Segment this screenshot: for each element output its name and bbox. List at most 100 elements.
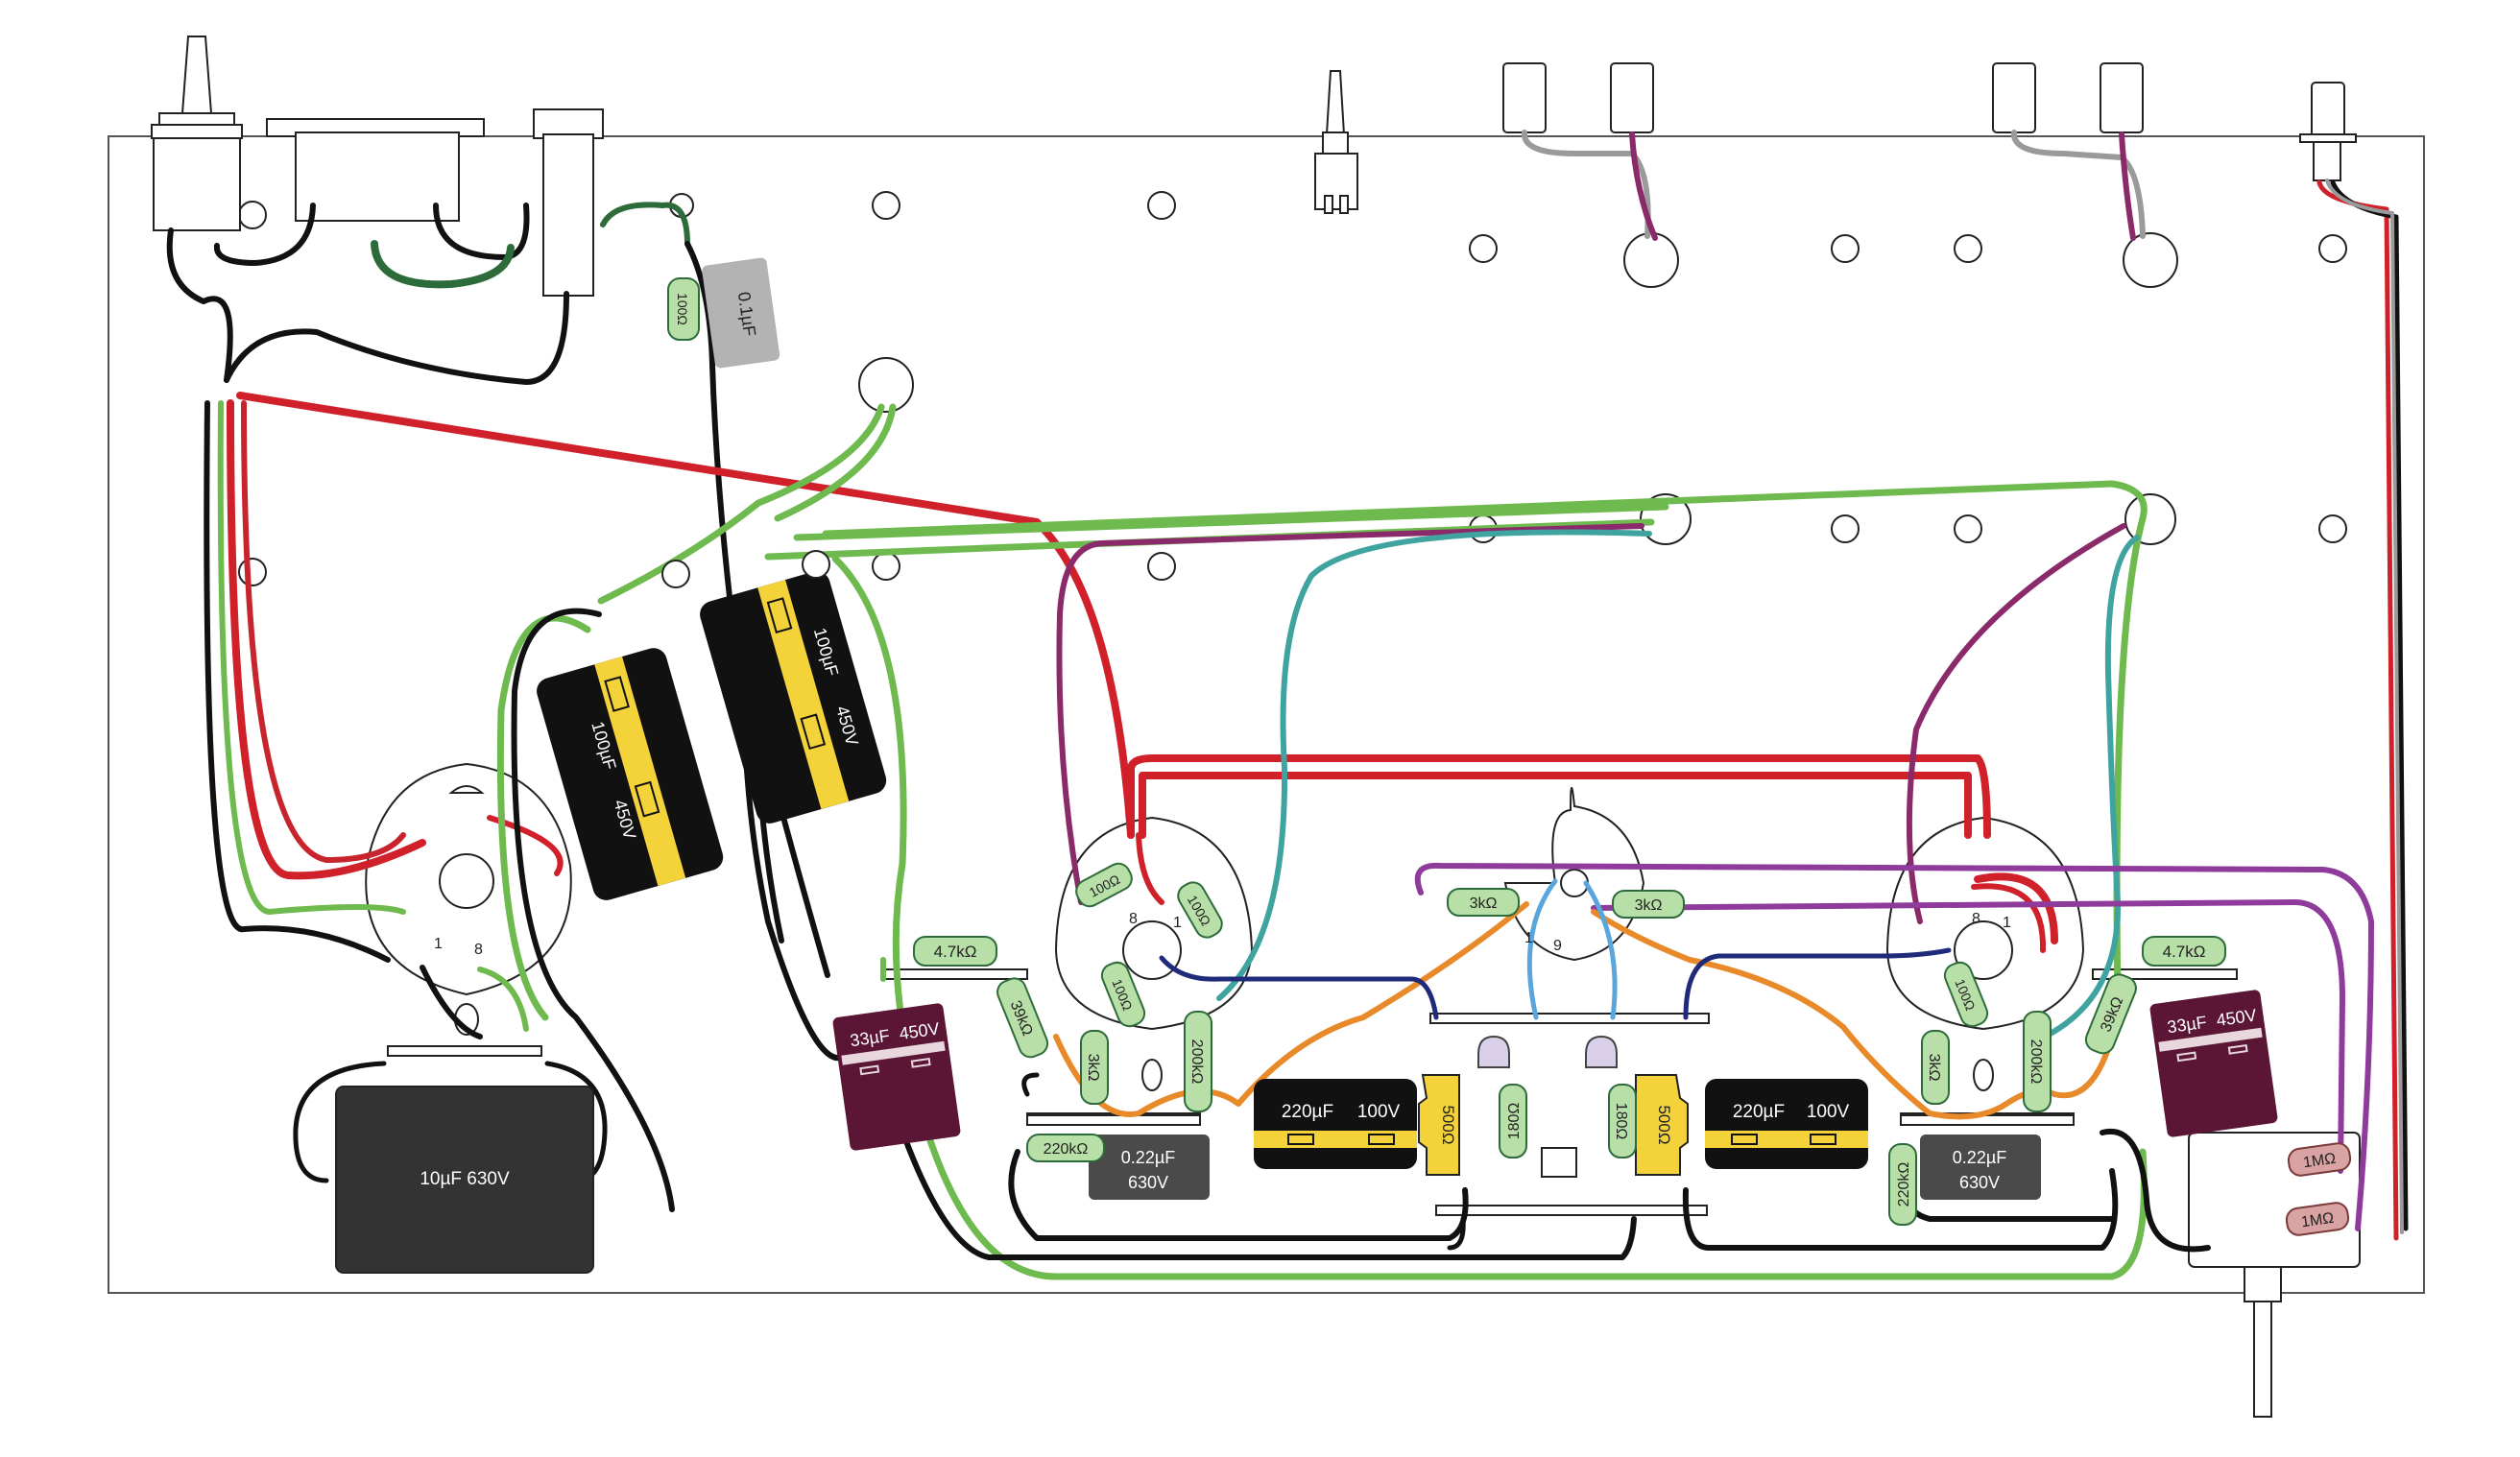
black-wire — [224, 291, 569, 385]
black-wire — [1447, 1216, 1466, 1251]
chassis-hole — [858, 357, 914, 413]
red-wire — [1974, 872, 2058, 944]
can-capacitor-right: 100µF 450V — [700, 571, 887, 824]
right-grid-stopper: 100Ω — [1943, 961, 1989, 1028]
cathode-bypass-cap-left: 220µF 100V — [1254, 1079, 1417, 1169]
dark-green-wire — [600, 202, 690, 247]
trim-left-label: 500Ω — [1439, 1105, 1457, 1144]
navy-wire — [1159, 955, 1439, 1020]
teal-wire — [1216, 529, 1652, 1001]
violet-wire — [1414, 862, 2374, 1231]
orange-wire — [1591, 909, 2115, 1120]
led-left — [1477, 1035, 1510, 1068]
center-pin-1: 1 — [1524, 930, 1533, 946]
chassis-hole — [2124, 493, 2176, 545]
black-wire — [890, 1101, 1637, 1260]
decoupling-cap-left: 33µF 450V — [832, 1003, 961, 1151]
right-plate-label: 200kΩ — [2028, 1039, 2044, 1085]
black-wire — [166, 227, 233, 383]
chassis-hole — [872, 191, 900, 220]
mini-toggle-switch[interactable] — [1314, 70, 1358, 214]
red-wire — [227, 399, 426, 880]
coupling-cap-right: 0.22µF 630V — [1920, 1135, 2041, 1200]
chassis-hole — [238, 201, 267, 229]
pot-lower-label: 1MΩ — [2300, 1210, 2335, 1231]
can-cap-screw — [802, 550, 830, 579]
chassis-hole — [2318, 514, 2347, 543]
chassis-hole — [1831, 514, 1860, 543]
left-plate-resistor: 200kΩ — [1184, 1011, 1212, 1112]
purple-wire — [1629, 131, 1658, 241]
chassis-hole — [1831, 234, 1860, 263]
chassis-hole — [238, 558, 267, 586]
left-dropper-resistor: 39kΩ — [996, 977, 1049, 1059]
center-left-resistor: 3kΩ — [1447, 888, 1520, 917]
center-pin-9: 9 — [1553, 938, 1562, 954]
filter-capacitor: 10µF 630V — [335, 1086, 594, 1274]
right-cathode-label: 3kΩ — [1926, 1054, 1942, 1082]
green-wire — [477, 967, 529, 1032]
orange-wire — [1053, 901, 1529, 1117]
grey-wire — [2325, 179, 2404, 1234]
green-wire — [597, 403, 885, 605]
chassis-hole — [1954, 514, 1982, 543]
left-cathode-resistor: 3kΩ — [1080, 1030, 1109, 1105]
input-jacks-right — [1992, 62, 2144, 133]
filter-cap-label: 10µF 630V — [420, 1169, 510, 1189]
black-wire — [293, 1061, 387, 1183]
chassis-hole — [872, 552, 900, 581]
pot-upper-resistor: 1MΩ — [2287, 1142, 2352, 1177]
green-wire — [217, 400, 406, 915]
cathode-bypass-cap-right: 220µF 100V — [1705, 1079, 1868, 1169]
black-wire — [2100, 1128, 2211, 1253]
chassis-hole — [1147, 191, 1176, 220]
chassis-hole — [1954, 234, 1982, 263]
red-wire — [236, 392, 1135, 839]
purple-wire — [2119, 131, 2136, 241]
power-switch[interactable] — [151, 36, 243, 231]
green-wire — [774, 403, 897, 522]
center-right-label: 3kΩ — [1635, 897, 1663, 914]
black-wire — [1008, 1149, 1469, 1241]
mini-capacitor: 0.1µF — [702, 257, 780, 369]
chassis-hole — [1623, 232, 1679, 288]
output-jack — [2299, 82, 2357, 181]
teal-wire — [2042, 535, 2140, 1039]
cathode-bypass-right-value: 220µF — [1733, 1102, 1785, 1122]
coupling-left-voltage: 630V — [1128, 1173, 1168, 1192]
decoupling-cap-right: 33µF 450V — [2149, 990, 2278, 1137]
center-right-resistor: 3kΩ — [1612, 890, 1685, 919]
chassis-hole — [1147, 552, 1176, 581]
left-pin-1: 1 — [1173, 915, 1182, 931]
mains-resistor-label: 100Ω — [675, 293, 690, 325]
left-supply-resistor: 4.7kΩ — [913, 936, 997, 967]
cathode-bypass-left-value: 220µF — [1282, 1102, 1333, 1122]
right-plate-resistor: 200kΩ — [2023, 1011, 2052, 1112]
center-cathode-left-resistor: 180Ω — [1499, 1084, 1527, 1158]
right-cathode-resistor: 3kΩ — [1921, 1030, 1950, 1105]
coupling-cap-left: 0.22µF 630V — [1089, 1135, 1210, 1200]
fuse-holder — [533, 108, 604, 297]
cathode-bypass-left-voltage: 100V — [1357, 1102, 1401, 1122]
left-pin-8: 8 — [1129, 911, 1138, 927]
red-wire — [1139, 772, 1972, 839]
left-grid-leak-label: 220kΩ — [1044, 1141, 1089, 1158]
navy-wire — [1683, 947, 1952, 1020]
center-cathode-left-label: 180Ω — [1506, 1103, 1523, 1140]
left-grid-stopper-c: 100Ω — [1100, 961, 1146, 1028]
black-wire — [213, 203, 316, 266]
mains-resistor: 100Ω — [667, 277, 700, 341]
left-cathode-label: 3kΩ — [1085, 1054, 1101, 1082]
right-grid-leak-resistor: 220kΩ — [1888, 1143, 1917, 1226]
right-supply-resistor: 4.7kΩ — [2142, 936, 2226, 967]
trim-right-label: 500Ω — [1655, 1105, 1673, 1144]
trim-pot-right: 500Ω — [1635, 1074, 1689, 1176]
black-wire — [511, 608, 675, 1212]
pot-lower-resistor: 1MΩ — [2285, 1202, 2350, 1236]
can-capacitor-left: 100µF 450V — [537, 648, 724, 900]
left-plate-label: 200kΩ — [1188, 1039, 1205, 1085]
chassis-hole — [2123, 232, 2178, 288]
coupling-right-value: 0.22µF — [1953, 1148, 2006, 1167]
rect-pin-1: 1 — [434, 936, 443, 952]
